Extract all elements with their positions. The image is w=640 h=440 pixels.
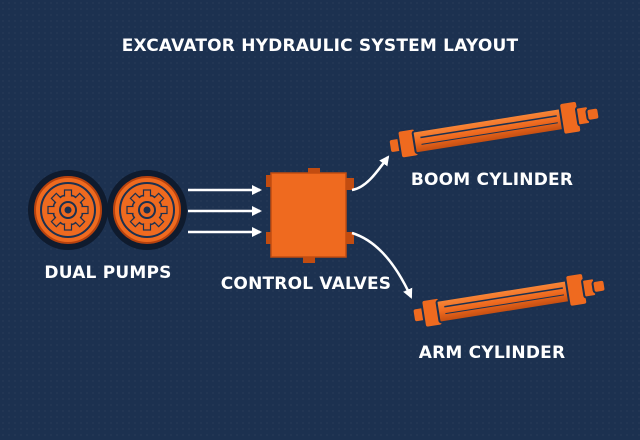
- hydraulic-cylinder-icon: [387, 100, 601, 160]
- gear-icon: [126, 189, 168, 231]
- diagram-title: EXCAVATOR HYDRAULIC SYSTEM LAYOUT: [121, 36, 519, 56]
- flow-arrow-to-boom: [351, 155, 390, 192]
- control-valve-block: [266, 168, 354, 263]
- label-control-valves: CONTROL VALVES: [220, 274, 392, 294]
- flow-arrow-to-arm: [351, 231, 413, 299]
- label-boom-cylinder: BOOM CYLINDER: [410, 170, 574, 190]
- pump-to-valve-arrows: [188, 185, 262, 237]
- hydraulic-cylinder-icon: [411, 272, 607, 329]
- pump-left: [28, 170, 108, 250]
- pump-right: [107, 170, 187, 250]
- label-arm-cylinder: ARM CYLINDER: [418, 343, 566, 363]
- label-dual-pumps: DUAL PUMPS: [44, 263, 172, 283]
- gear-icon: [47, 189, 89, 231]
